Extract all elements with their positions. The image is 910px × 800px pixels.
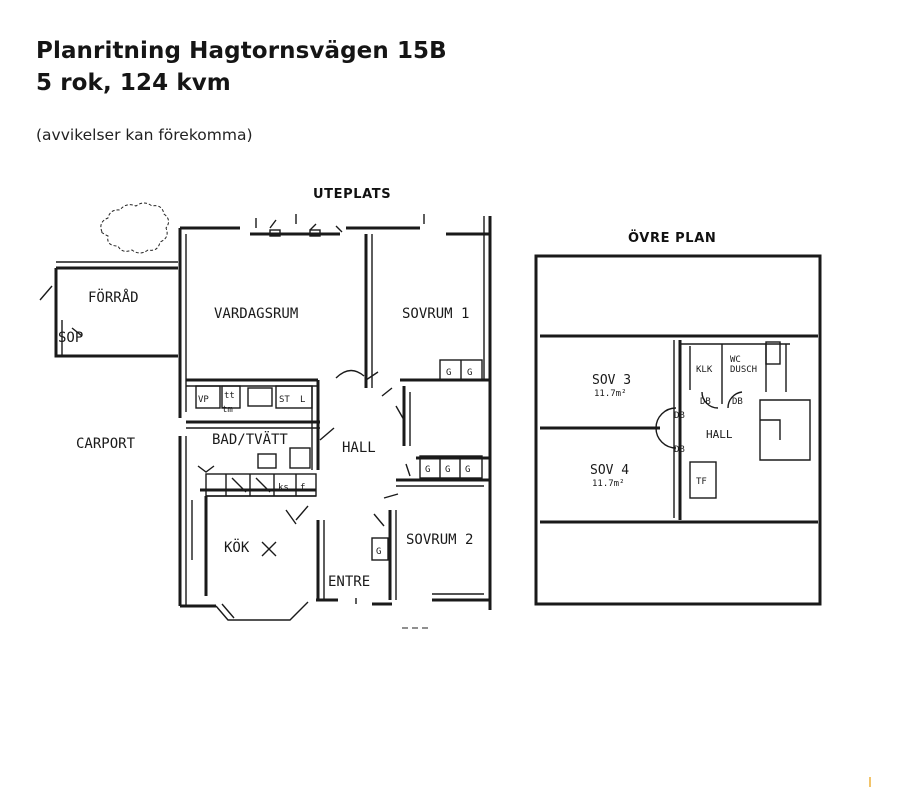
forrad-walls: [39, 261, 178, 358]
fixture-f: f: [300, 483, 305, 493]
decorative-mark: [869, 777, 871, 787]
room-label-sovrum2: SOVRUM 2: [406, 532, 473, 548]
apartment-size: 5 rok, 124 kvm: [36, 70, 231, 96]
fixture-tt: tt: [224, 391, 235, 401]
top-windows: [255, 214, 425, 237]
upper-outer-walls: [534, 254, 822, 606]
fixture-st: ST: [279, 395, 290, 405]
room-label-sop: SOP: [58, 330, 83, 346]
room-label-sovrum1: SOVRUM 1: [402, 306, 469, 322]
room-label-hall-upper: HALL: [706, 428, 733, 441]
room-label-entre: ENTRE: [328, 574, 370, 590]
bathroom-fixtures: [195, 385, 313, 473]
kitchen-x-mark: [261, 541, 277, 557]
fixture-vp: VP: [198, 395, 209, 405]
upper-floor-labels: SOV 3 11.7m² SOV 4 11.7m² KLK WC DUSCH D…: [590, 355, 757, 489]
kitchen-bay-window: [215, 601, 309, 621]
upper-floor-label: ÖVRE PLAN: [628, 231, 717, 246]
wardrobe-g: G: [465, 465, 470, 475]
wardrobe-g: G: [445, 465, 450, 475]
ground-floor-plan: [39, 202, 492, 629]
wardrobe-g: G: [446, 368, 451, 378]
fixture-ks: ks: [278, 483, 289, 493]
room-label-sov4: SOV 4: [590, 463, 629, 478]
room-label-carport: CARPORT: [76, 436, 136, 452]
ground-floor-labels: VARDAGSRUM SOVRUM 1 FÖRRÅD SOP CARPORT B…: [58, 288, 473, 590]
room-area-sov3: 11.7m²: [594, 389, 627, 399]
ground-interior-walls: [186, 234, 490, 600]
shrub: [100, 202, 170, 254]
disclaimer-note: (avvikelser kan förekomma): [36, 126, 253, 144]
room-label-hall: HALL: [342, 440, 376, 456]
room-label-sov3: SOV 3: [592, 373, 631, 388]
door-label-db: DB: [732, 397, 743, 407]
wardrobe-g: G: [467, 368, 472, 378]
page-title: Planritning Hagtornsvägen 15B: [36, 38, 447, 64]
wardrobe-g: G: [376, 547, 381, 557]
room-label-forrad: FÖRRÅD: [88, 288, 139, 306]
ground-doors: [285, 369, 411, 604]
room-label-klk: KLK: [696, 365, 713, 375]
room-label-tf: TF: [696, 477, 707, 487]
room-area-sov4: 11.7m²: [592, 479, 625, 489]
uteplats-label: UTEPLATS: [313, 187, 392, 202]
wardrobes: [371, 359, 483, 561]
door-label-db: DB: [700, 397, 711, 407]
kitchen-counter: [191, 473, 317, 560]
room-label-bad: BAD/TVÄTT: [212, 430, 288, 448]
fixture-l: L: [300, 395, 305, 405]
fixture-tm: tm: [222, 405, 233, 415]
room-label-vardagsrum: VARDAGSRUM: [214, 306, 298, 322]
wardrobe-g: G: [425, 465, 430, 475]
ground-outer-walls: [178, 216, 492, 610]
upper-floor-plan: [534, 254, 822, 606]
door-label-db: DB: [674, 411, 685, 421]
room-label-wc: WC: [730, 355, 741, 365]
room-label-kok: KÖK: [224, 538, 250, 556]
room-label-dusch: DUSCH: [730, 365, 757, 375]
door-label-db: DB: [674, 445, 685, 455]
